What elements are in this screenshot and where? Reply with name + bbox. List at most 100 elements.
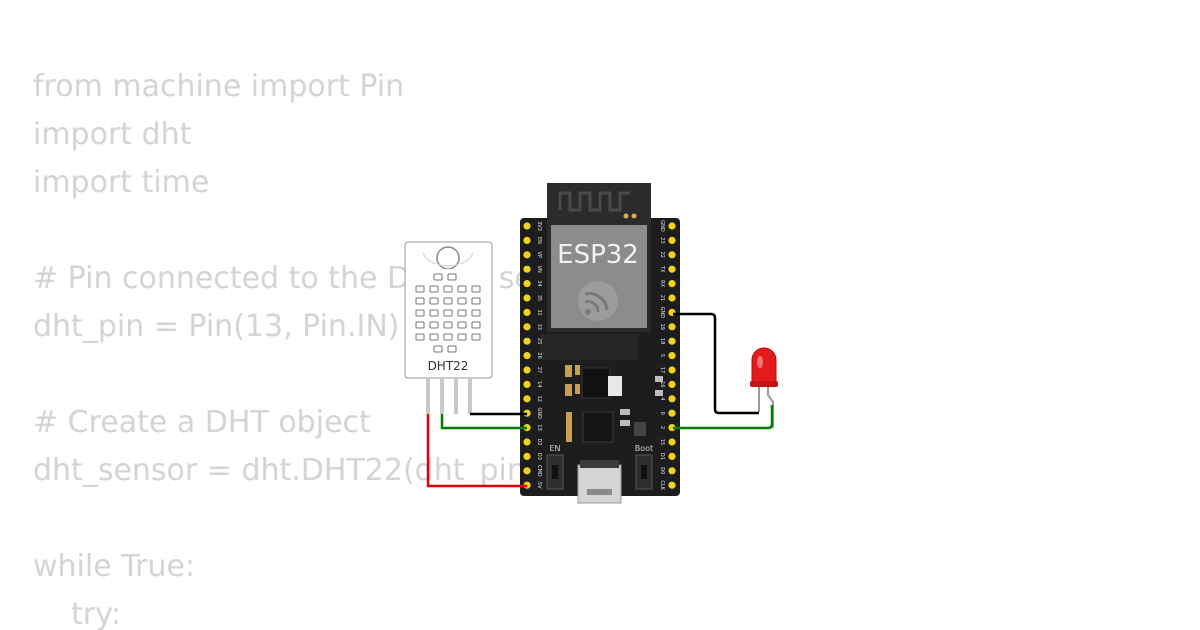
pin-label-right: TX (659, 265, 665, 273)
smd-component (575, 365, 580, 375)
smd-component (655, 376, 663, 382)
sensor-leg-vcc (426, 378, 430, 414)
wire-sensor-data[interactable] (440, 414, 527, 430)
pin-label-left: 34 (536, 280, 542, 286)
espressif-logo-icon (578, 281, 618, 321)
pin-pad-right[interactable] (668, 424, 676, 432)
pin-pad-right[interactable] (668, 251, 676, 259)
pin-pad-left[interactable] (523, 438, 531, 446)
pin-pad-left[interactable] (523, 395, 531, 403)
vent-slot (429, 309, 439, 317)
boot-button-label: Boot (635, 444, 653, 453)
pin-pad-right[interactable] (668, 395, 676, 403)
pin-pad-right[interactable] (668, 337, 676, 345)
pin-pad-left[interactable] (523, 265, 531, 273)
pin-label-left: 14 (536, 381, 542, 387)
pin-pad-left[interactable] (523, 236, 531, 244)
pin-label-left: 13 (536, 424, 542, 430)
pin-label-right: 0 (659, 412, 665, 415)
pin-pad-right[interactable] (668, 438, 676, 446)
pin-pad-right[interactable] (668, 352, 676, 360)
pin-pad-right[interactable] (668, 366, 676, 374)
vent-slot (429, 333, 439, 341)
pin-pad-right[interactable] (668, 409, 676, 417)
pin-pad-right[interactable] (668, 467, 676, 475)
pin-pad-left[interactable] (523, 337, 531, 345)
pin-label-left: D3 (536, 453, 542, 460)
vent-slot (415, 321, 425, 329)
pin-pad-right[interactable] (668, 280, 676, 288)
board-label: ESP32 (557, 240, 639, 270)
pin-pad-left[interactable] (523, 294, 531, 302)
vent-slot (433, 345, 443, 353)
voltage-regulator (581, 367, 611, 399)
sensor-leg-nc (454, 378, 458, 414)
wire-led-gnd[interactable] (673, 312, 759, 415)
vent-slot (429, 285, 439, 293)
vent-slot (471, 297, 481, 305)
usb-port[interactable] (577, 464, 622, 504)
vent-slot (443, 333, 453, 341)
pin-label-left: 35 (536, 295, 542, 301)
pin-label-left: VP (536, 252, 542, 258)
en-button-label: EN (549, 444, 560, 453)
pin-pad-right[interactable] (668, 236, 676, 244)
vent-slot (415, 297, 425, 305)
pin-pad-left[interactable] (523, 452, 531, 460)
vent-slot (443, 297, 453, 305)
vent-slot (457, 309, 467, 317)
pin-pad-right[interactable] (668, 452, 676, 460)
sensor-leg-gnd (468, 378, 472, 414)
vent-slot (447, 345, 457, 353)
pin-label-right: GND (659, 220, 665, 232)
pin-pad-right[interactable] (668, 380, 676, 388)
pin-pad-left[interactable] (523, 323, 531, 331)
wire-sensor-vcc[interactable] (426, 414, 527, 488)
vent-slot (429, 321, 439, 329)
pin-pad-left[interactable] (523, 308, 531, 316)
smd-component (655, 390, 663, 396)
wire-led-signal[interactable] (673, 405, 774, 430)
smd-component (634, 422, 646, 436)
pin-label-right: 4 (659, 397, 665, 400)
sensor-ridge (422, 252, 474, 267)
pin-pad-right[interactable] (668, 323, 676, 331)
pin-label-right: 16 (659, 381, 665, 387)
pin-pad-right[interactable] (668, 294, 676, 302)
dht22-sensor[interactable]: DHT22 (404, 241, 493, 414)
pin-pad-left[interactable] (523, 380, 531, 388)
wires (426, 312, 774, 488)
smd-component (565, 365, 572, 377)
pin-pad-left[interactable] (523, 366, 531, 374)
pin-pad-right[interactable] (668, 265, 676, 273)
red-led[interactable] (750, 347, 778, 428)
pin-label-right: 5 (659, 354, 665, 357)
pin-pad-left[interactable] (523, 352, 531, 360)
pin-label-left: 27 (536, 367, 542, 373)
vent-slot (443, 285, 453, 293)
vent-slot (433, 273, 443, 281)
code-line: try: (33, 597, 121, 630)
pin-pad-left[interactable] (523, 280, 531, 288)
led-body (751, 347, 777, 386)
pin-pad-right[interactable] (668, 481, 676, 489)
pin-label-left: VN (536, 266, 542, 273)
pin-pad-left[interactable] (523, 467, 531, 475)
pin-label-right: 17 (659, 367, 665, 373)
pin-label-right: 2 (659, 426, 665, 429)
smd-component (620, 409, 630, 415)
pin-pad-left[interactable] (523, 251, 531, 259)
pin-label-right: RX (659, 280, 665, 287)
usb-uart-chip (582, 411, 614, 443)
vent-slot (415, 309, 425, 317)
pin-pad-left[interactable] (523, 222, 531, 230)
smd-component (566, 412, 572, 442)
vent-slot (457, 285, 467, 293)
sensor-label: DHT22 (428, 359, 469, 373)
pin-pad-right[interactable] (668, 222, 676, 230)
vent-slot (471, 333, 481, 341)
